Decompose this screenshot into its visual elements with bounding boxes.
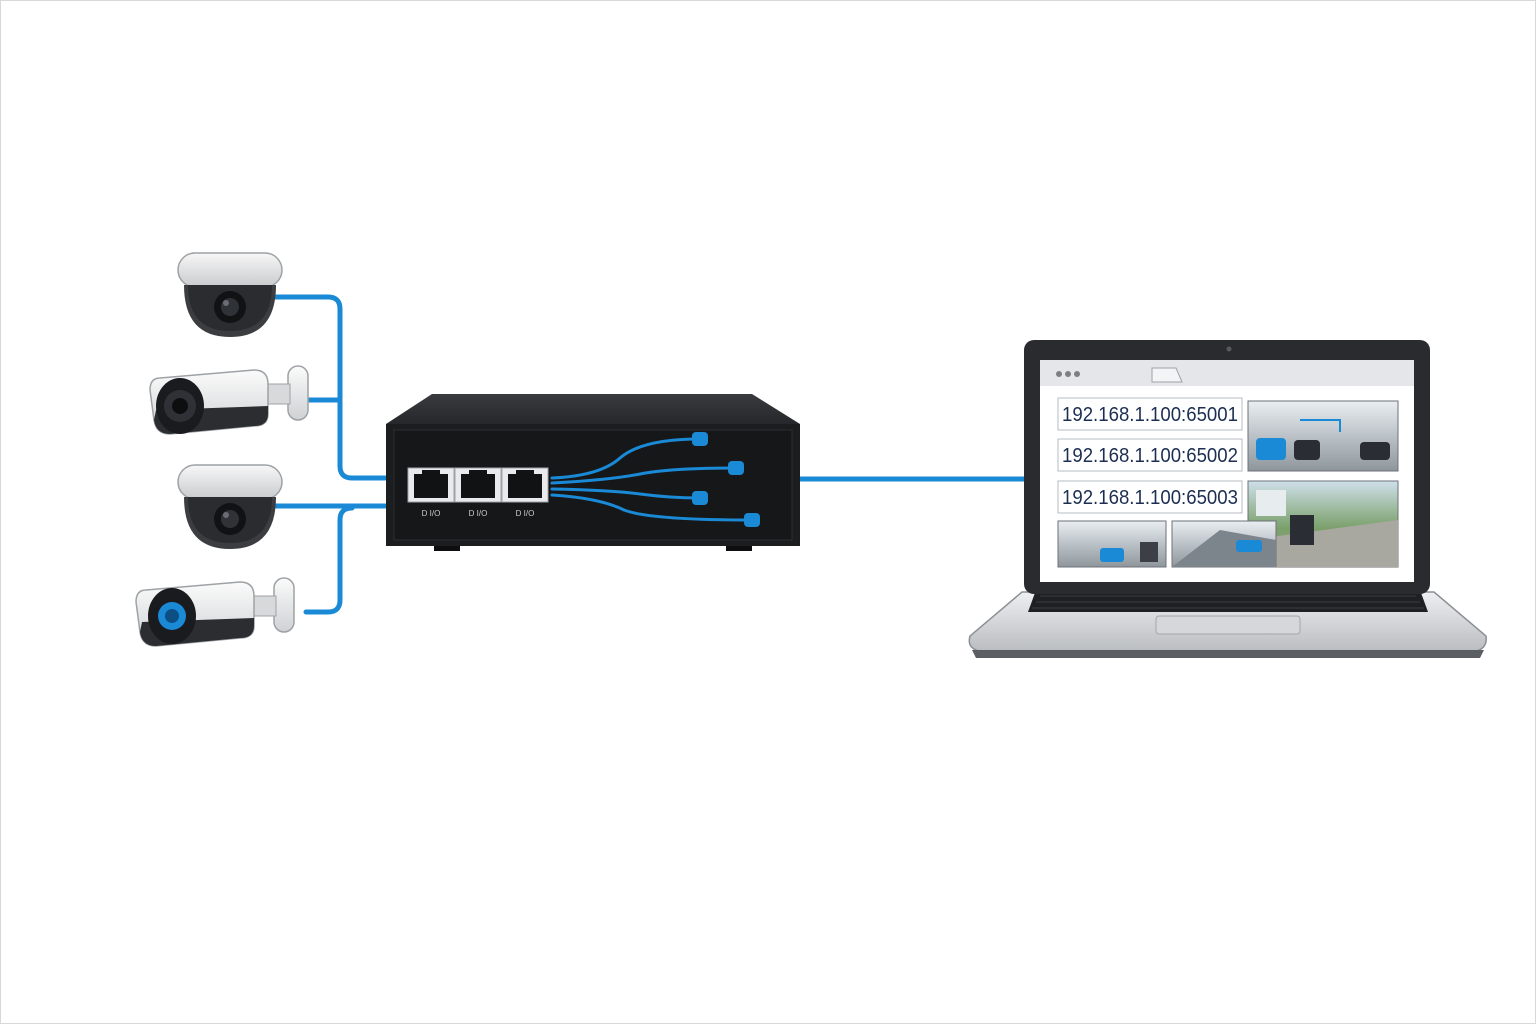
stream-address-text: 192.168.1.100:65002: [1062, 445, 1238, 467]
bullet-camera-icon: [135, 577, 295, 647]
laptop-icon: 192.168.1.100:65001 192.168.1.100:65002 …: [968, 340, 1487, 658]
keyboard: [1032, 595, 1424, 609]
fanout-nodes: [692, 432, 760, 527]
video-feed-thumbnail[interactable]: [1057, 520, 1167, 568]
port-label: D I/O: [422, 509, 441, 518]
stream-address-1[interactable]: 192.168.1.100:65001: [1057, 397, 1243, 431]
video-feed-thumbnail[interactable]: [1247, 400, 1399, 472]
stream-address-3[interactable]: 192.168.1.100:65003: [1057, 480, 1243, 514]
cable-camera-4: [303, 505, 355, 615]
cables: [267, 294, 1033, 615]
dome-camera-icon: [177, 252, 283, 337]
network-switch-icon: D I/O D I/O D I/O: [386, 394, 800, 551]
bullet-camera-icon: [149, 365, 309, 435]
ethernet-port-icon: [501, 467, 549, 503]
switch-ports: [407, 467, 549, 503]
fanout-traces: [550, 437, 754, 522]
port-label: D I/O: [469, 509, 488, 518]
port-label: D I/O: [516, 509, 535, 518]
dome-camera-icon: [177, 464, 283, 549]
stream-address-text: 192.168.1.100:65001: [1062, 404, 1238, 426]
ethernet-port-icon: [407, 467, 455, 503]
video-feed-thumbnail[interactable]: [1247, 480, 1399, 568]
ethernet-port-icon: [454, 467, 502, 503]
stream-address-2[interactable]: 192.168.1.100:65002: [1057, 438, 1243, 472]
browser-tab[interactable]: [1151, 367, 1183, 383]
cable-camera-1: [267, 294, 388, 481]
browser-toolbar: [1040, 360, 1414, 386]
stream-address-text: 192.168.1.100:65003: [1062, 487, 1238, 509]
video-feed-thumbnail[interactable]: [1171, 520, 1277, 568]
